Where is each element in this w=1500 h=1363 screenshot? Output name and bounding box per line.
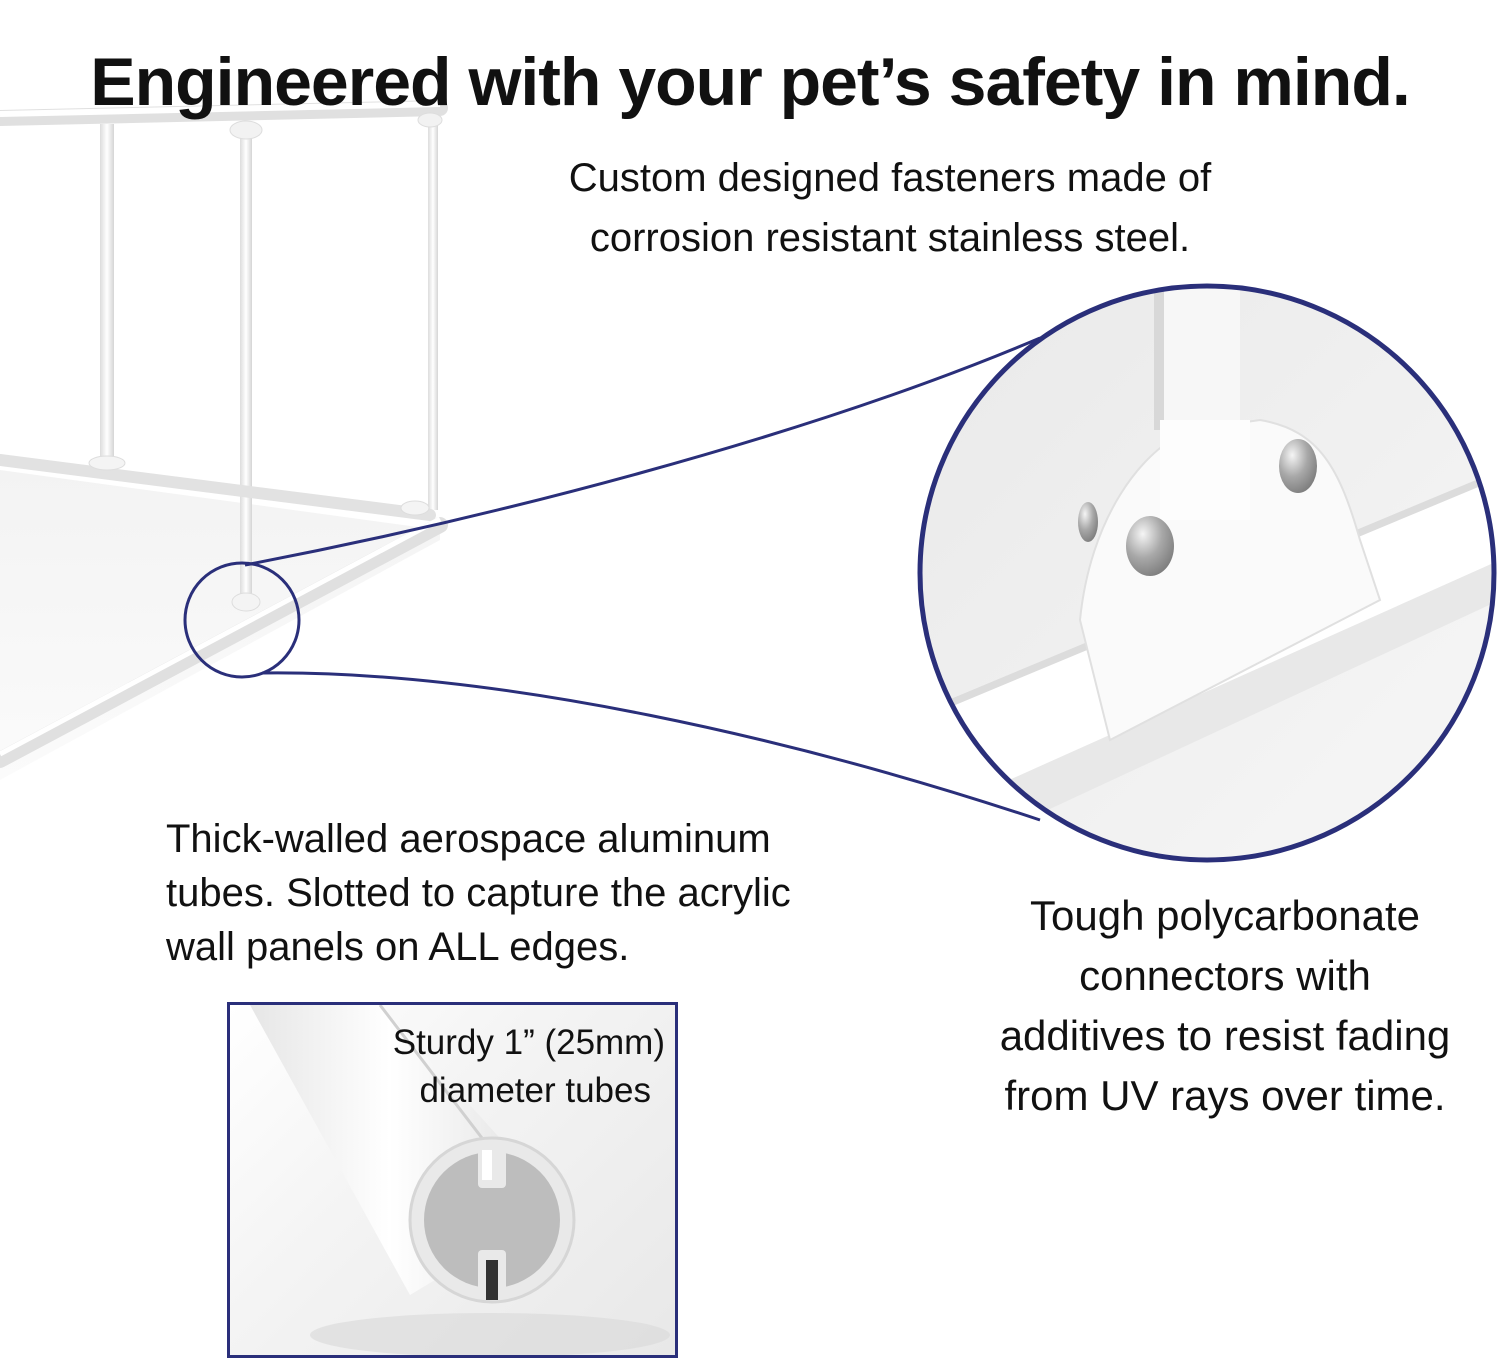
caption-line: Custom designed fasteners made of bbox=[568, 156, 1212, 200]
caption-line: additives to resist fading bbox=[999, 1012, 1451, 1059]
caption-connectors: Tough polycarbonate connectors with addi… bbox=[950, 886, 1500, 1126]
caption-line: from UV rays over time. bbox=[1004, 1072, 1446, 1119]
caption-line: corrosion resistant stainless steel. bbox=[589, 216, 1191, 260]
caption-tubes: Thick-walled aerospace aluminum tubes. S… bbox=[166, 812, 866, 974]
caption-line: Thick-walled aerospace aluminum bbox=[166, 817, 771, 861]
inset-label: Sturdy 1” (25mm) diameter tubes bbox=[365, 1019, 665, 1115]
caption-line: tubes. Slotted to capture the acrylic bbox=[166, 871, 791, 915]
caption-line: Tough polycarbonate bbox=[1030, 892, 1420, 939]
magnifier-callout bbox=[183, 336, 1041, 822]
magnified-connector bbox=[917, 283, 1497, 863]
tube-profile-inset: Sturdy 1” (25mm) diameter tubes bbox=[227, 1002, 678, 1358]
enclosure-frame bbox=[0, 100, 448, 780]
slotted-tube-image bbox=[250, 1005, 670, 1355]
caption-line: connectors with bbox=[1079, 952, 1371, 999]
caption-line: wall panels on ALL edges. bbox=[166, 925, 630, 969]
inset-label-line: Sturdy 1” (25mm) bbox=[392, 1023, 665, 1062]
caption-fasteners: Custom designed fasteners made of corros… bbox=[500, 148, 1280, 268]
page-headline: Engineered with your pet’s safety in min… bbox=[90, 43, 1411, 120]
inset-label-line: diameter tubes bbox=[419, 1071, 651, 1110]
